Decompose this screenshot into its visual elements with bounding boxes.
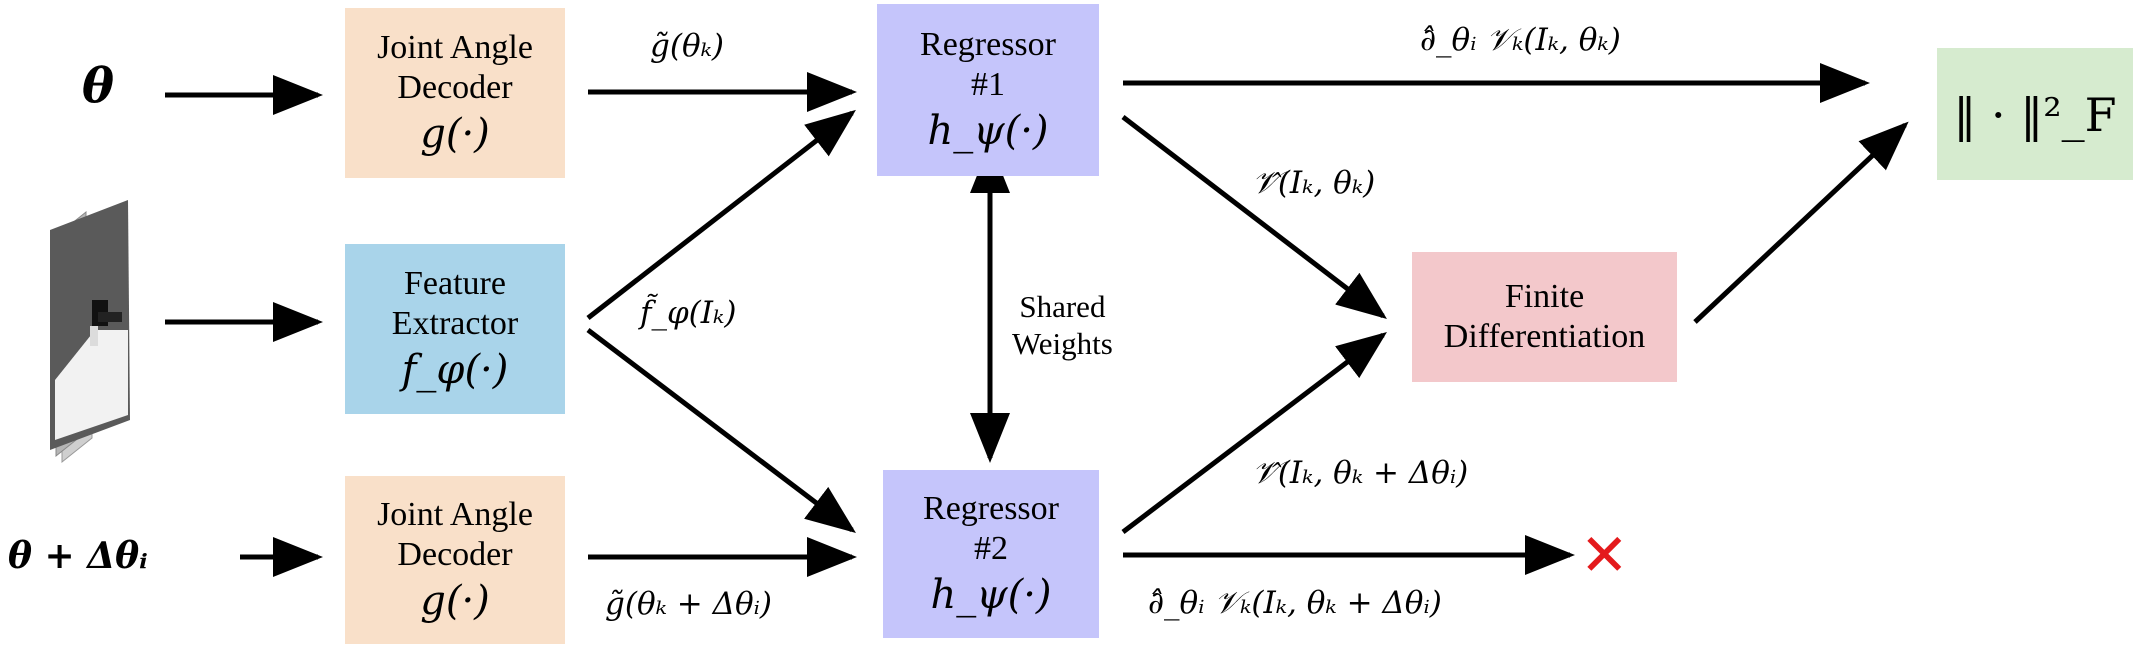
frobenius-norm: ‖ · ‖²_F [1937, 48, 2133, 180]
label-V-hat-bottom: 𝒱̂(Iₖ, θₖ + Δθᵢ) [1252, 455, 1469, 491]
regressor-2: Regressor #2 h_ψ(·) [883, 470, 1099, 638]
arrow-findiff-to-norm [1693, 121, 1909, 324]
decoder-top-fn: g(·) [420, 110, 490, 157]
decoder-top-line1: Joint Angle [377, 29, 533, 67]
arrow-regressor1-to-findiff [1121, 115, 1387, 320]
decoder-top-line2: Decoder [397, 69, 513, 107]
shared-weights-line1: Shared [1019, 289, 1106, 324]
input-theta-perturbed: θ + Δθᵢ [8, 535, 148, 577]
arrow-extractor-to-regressor1 [586, 109, 856, 320]
extractor-line1: Feature [404, 265, 506, 303]
label-g-theta-k-delta: g̃(θₖ + Δθᵢ) [605, 586, 772, 622]
label-dV-bottom: ∂̂_θᵢ 𝒱ₖ(Iₖ, θₖ + Δθᵢ) [1148, 585, 1442, 621]
extractor-box [345, 244, 565, 414]
regressor-1: Regressor #1 h_ψ(·) [877, 4, 1099, 176]
shared-weights-line2: Weights [1012, 326, 1113, 362]
regressor2-box [883, 470, 1099, 638]
finite-diff-box [1412, 252, 1677, 382]
image-stack-icon [50, 200, 130, 464]
finite-differentiation: Finite Differentiation [1412, 252, 1677, 382]
finite-diff-line2: Differentiation [1443, 318, 1646, 355]
decoder-bottom-box [345, 476, 565, 644]
norm-box [1937, 48, 2133, 180]
regressor1-fn: h_ψ(·) [927, 107, 1049, 154]
regressor2-line1: Regressor [923, 490, 1059, 528]
decoder-bottom-fn: g(·) [420, 577, 490, 624]
arrow-extractor-to-regressor2 [586, 328, 856, 534]
regressor2-line2: #2 [974, 530, 1008, 568]
norm-text: ‖ · ‖²_F [1953, 87, 2117, 142]
arrow-regressor2-to-findiff [1121, 331, 1387, 534]
shared-weights-label: Shared Weights [1012, 288, 1113, 362]
label-f-phi-I-k: f̃_φ(Iₖ) [640, 295, 737, 331]
regressor1-box [877, 4, 1099, 176]
regressor1-line2: #1 [971, 66, 1005, 104]
label-g-theta-k: g̃(θₖ) [650, 28, 725, 64]
label-dV-top: ∂̂_θᵢ 𝒱ₖ(Iₖ, θₖ) [1420, 22, 1621, 58]
input-theta: θ [82, 58, 115, 114]
decoder-bottom-line1: Joint Angle [377, 496, 533, 534]
decoder-top-box [345, 8, 565, 178]
finite-diff-line1: Finite [1504, 277, 1585, 315]
label-V-hat-top: 𝒱̂(Iₖ, θₖ) [1252, 165, 1376, 201]
extractor-fn: f_φ(·) [401, 346, 509, 393]
decoder-bottom: Joint Angle Decoder g(·) [345, 476, 565, 644]
feature-extractor: Feature Extractor f_φ(·) [345, 244, 565, 414]
extractor-line2: Extractor [391, 305, 519, 343]
discard-cross-icon: ✕ [1580, 521, 1629, 589]
decoder-bottom-line2: Decoder [397, 536, 513, 574]
regressor2-fn: h_ψ(·) [930, 571, 1052, 618]
decoder-top: Joint Angle Decoder g(·) [345, 8, 565, 178]
regressor1-line1: Regressor [920, 26, 1056, 64]
